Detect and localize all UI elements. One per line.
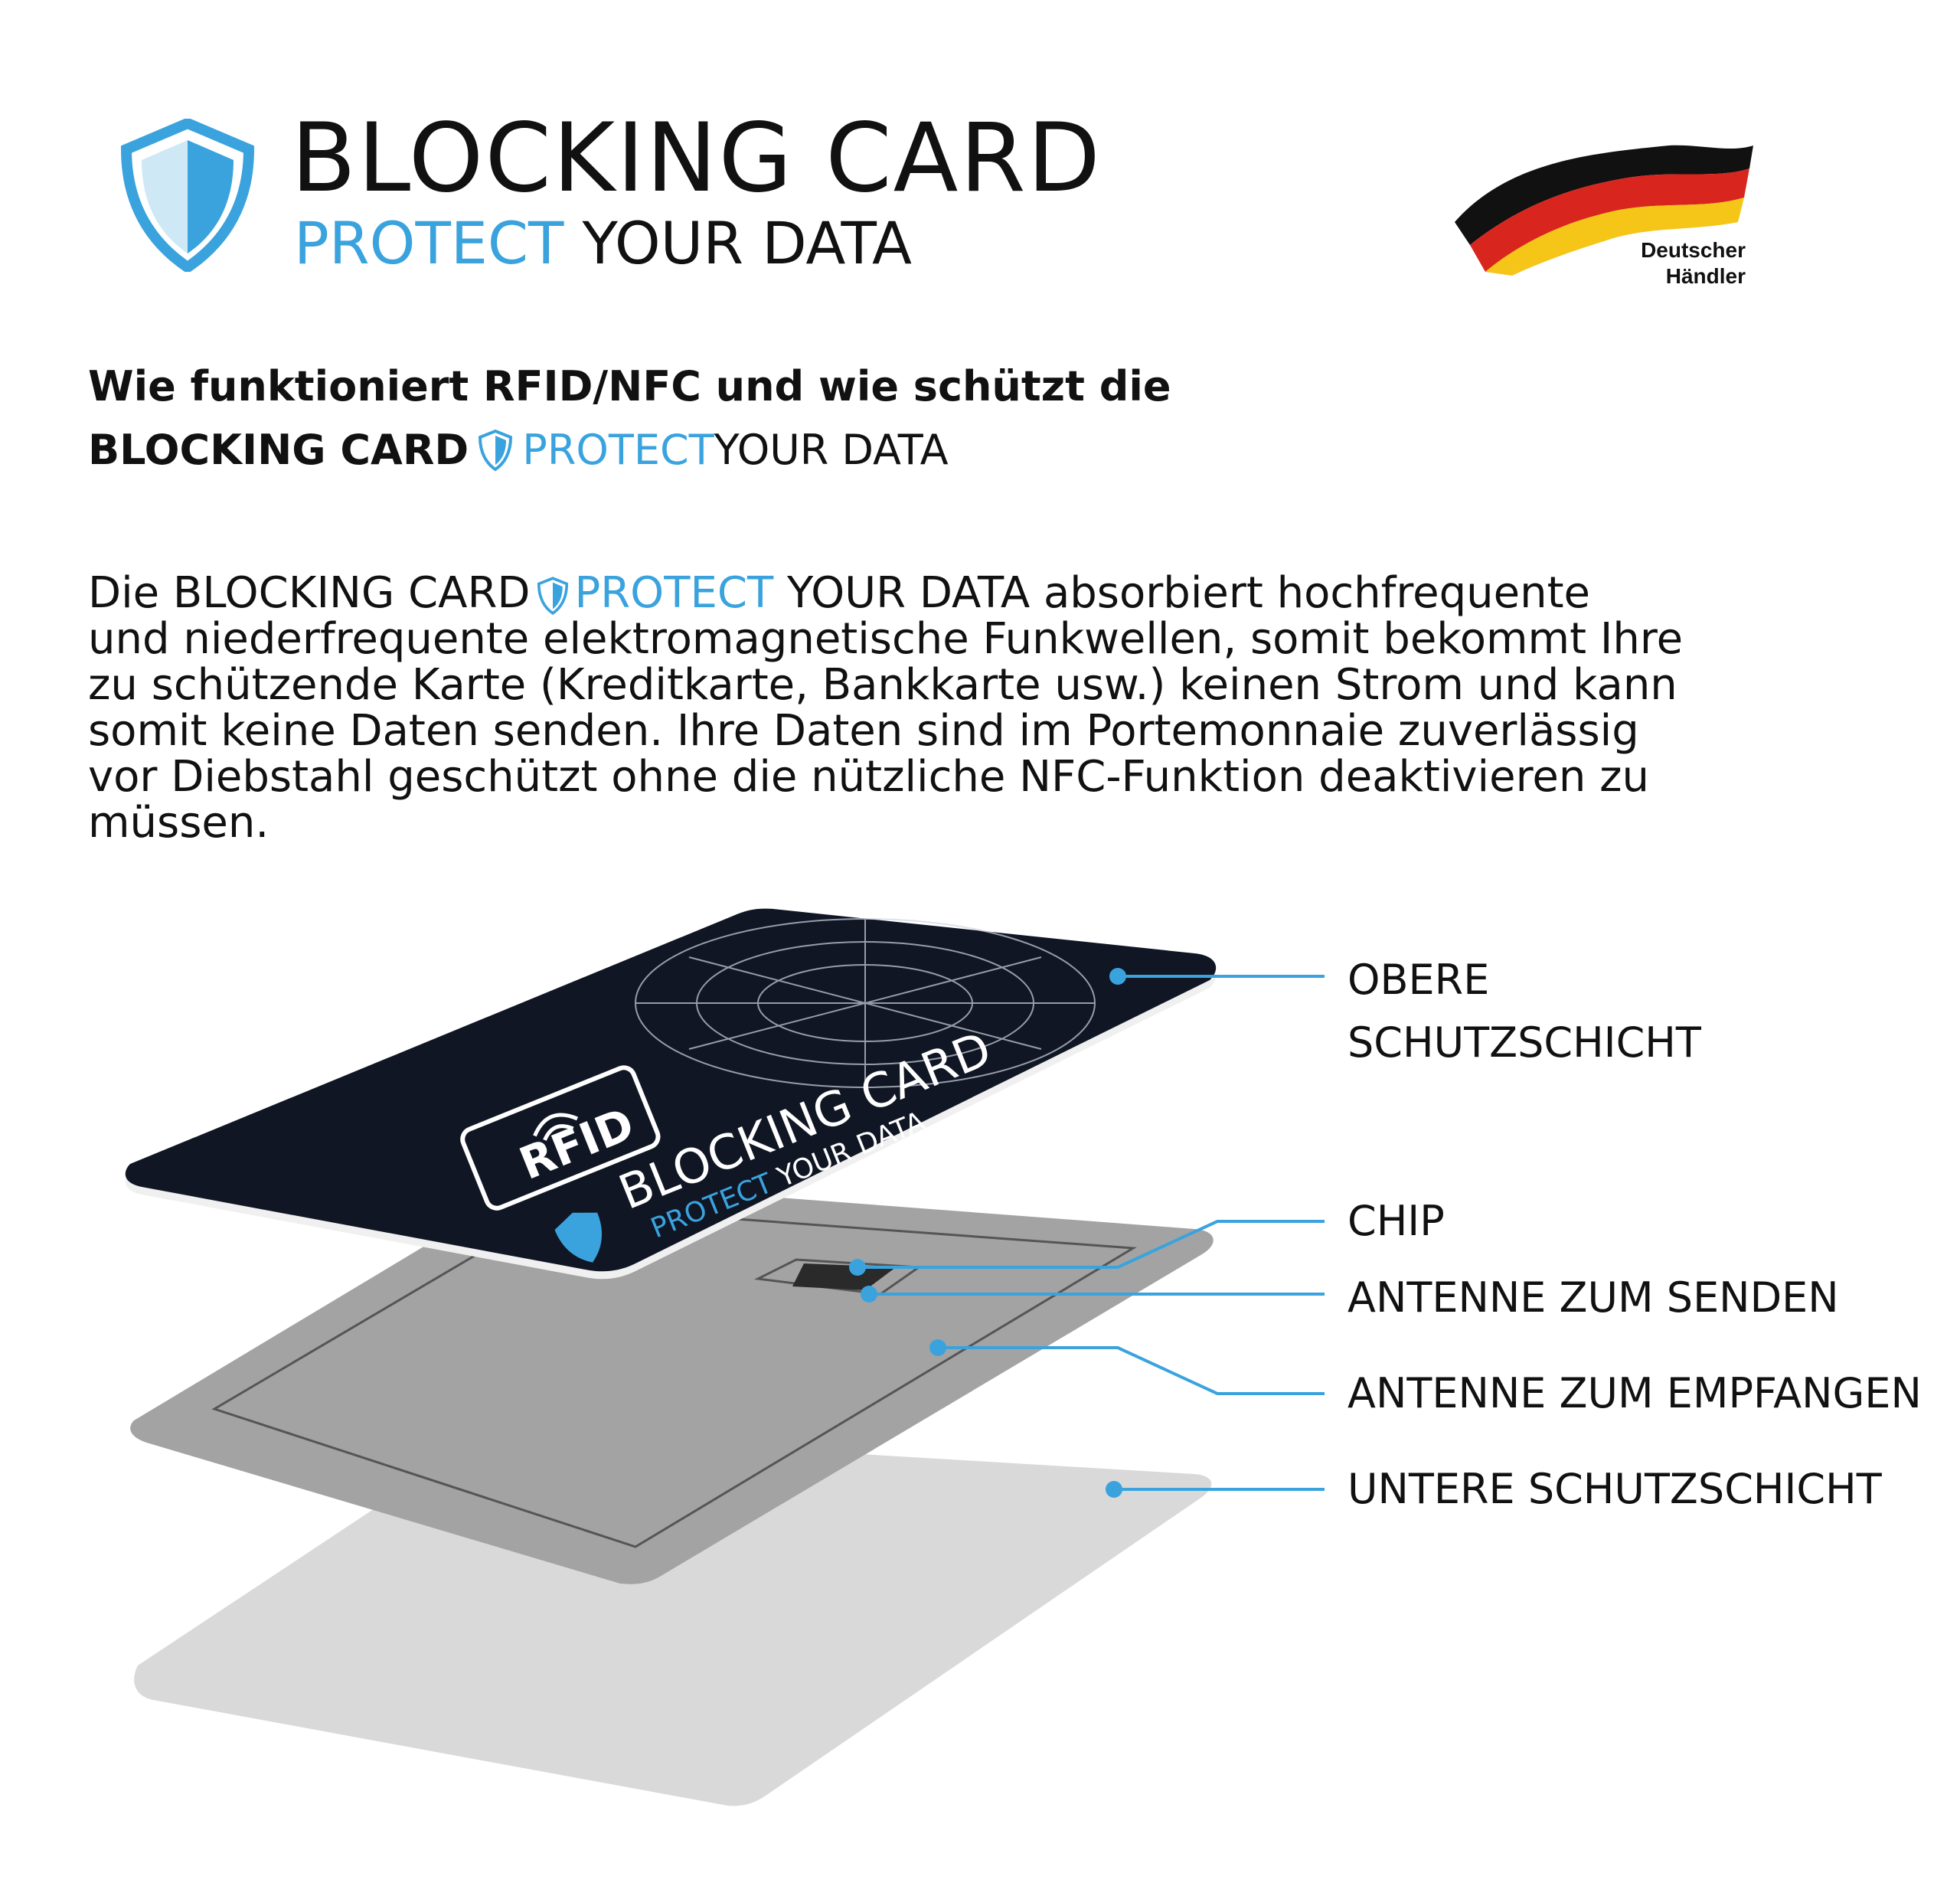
subtitle-rest: YOUR DATA bbox=[564, 209, 913, 277]
top-card bbox=[125, 908, 1217, 1272]
brand-title: BLOCKING CARD bbox=[291, 103, 1102, 214]
antenna-receive-loop bbox=[211, 1204, 1137, 1548]
german-flag-icon bbox=[1455, 145, 1753, 276]
label-upper-layer-2: SCHUTZSCHICHT bbox=[1348, 1018, 1701, 1067]
card-layers-illustration: RFID BLOCKING CARD PROTECT YOUR DATA bbox=[125, 908, 1325, 1806]
callout-receive-dot bbox=[929, 1339, 946, 1356]
shield-icon bbox=[479, 429, 513, 472]
body-line-5: vor Diebstahl geschützt ohne die nützlic… bbox=[88, 752, 1649, 802]
callout-bottom-dot bbox=[1106, 1481, 1122, 1498]
heading-rest: YOUR DATA bbox=[714, 426, 949, 474]
antenna-layer bbox=[130, 1179, 1214, 1584]
callout-chip-dot bbox=[849, 1259, 866, 1276]
body-line-1b: YOUR DATA absorbiert hochfrequente bbox=[773, 568, 1590, 618]
label-chip: CHIP bbox=[1348, 1197, 1445, 1245]
shield-icon bbox=[537, 577, 568, 615]
brand-subtitle: PROTECT YOUR DATA bbox=[294, 214, 912, 273]
label-lower-layer: UNTERE SCHUTZSCHICHT bbox=[1348, 1465, 1882, 1513]
body-line-2: und niederfrequente elektromagnetische F… bbox=[88, 614, 1684, 664]
description-paragraph: Die BLOCKING CARD PROTECT YOUR DATA absor… bbox=[88, 570, 1895, 846]
body-line-4: somit keine Daten senden. Ihre Daten sin… bbox=[88, 706, 1639, 756]
heading-brand: BLOCKING CARD bbox=[88, 426, 469, 474]
section-heading-line1: Wie funktioniert RFID/NFC und wie schütz… bbox=[88, 362, 1171, 410]
callout-top-dot bbox=[1109, 968, 1126, 985]
shield-logo-icon bbox=[120, 119, 255, 272]
callout-receive-line bbox=[938, 1346, 1325, 1395]
callout-send-dot bbox=[861, 1286, 877, 1303]
heading-protect: PROTECT bbox=[522, 426, 714, 474]
bottom-layer bbox=[134, 1432, 1212, 1806]
label-antenna-send: ANTENNE ZUM SENDEN bbox=[1348, 1273, 1839, 1322]
body-line-3: zu schützende Karte (Kreditkarte, Bankka… bbox=[88, 660, 1677, 710]
body-line-1-protect: PROTECT bbox=[574, 568, 774, 618]
body-line-6: müssen. bbox=[88, 798, 270, 848]
body-line-1: Die BLOCKING CARD PROTECT YOUR DATA absor… bbox=[88, 570, 1895, 616]
subtitle-protect: PROTECT bbox=[294, 209, 564, 277]
label-antenna-receive: ANTENNE ZUM EMPFANGEN bbox=[1348, 1369, 1922, 1417]
section-heading-line2: BLOCKING CARD PROTECT YOUR DATA bbox=[88, 429, 949, 472]
body-line-1a: Die BLOCKING CARD bbox=[88, 568, 531, 618]
label-upper-layer-1: OBERE bbox=[1348, 956, 1490, 1004]
chip bbox=[792, 1263, 896, 1290]
callout-chip-line bbox=[858, 1220, 1325, 1269]
dealer-badge-text: Deutscher Händler bbox=[1641, 238, 1746, 288]
